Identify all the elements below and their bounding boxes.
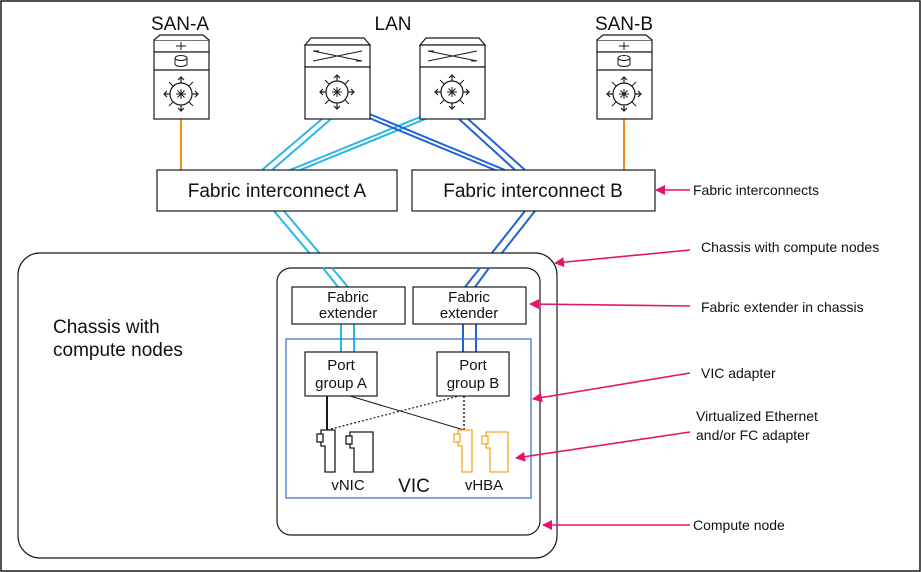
san-b-label: SAN-B bbox=[595, 14, 653, 35]
callout-vic-adapter: VIC adapter bbox=[701, 365, 776, 381]
vnic-adapter-icon bbox=[316, 429, 374, 473]
vhba-adapter-icon bbox=[453, 429, 509, 473]
callout-compute-node: Compute node bbox=[693, 517, 785, 533]
pg-a-vhba-link bbox=[349, 395, 465, 431]
san-a-label: SAN-A bbox=[151, 14, 209, 35]
callout-fabric-extender: Fabric extender in chassis bbox=[701, 299, 864, 315]
arrow-virtualized-adapter bbox=[515, 431, 691, 462]
fabric-extender-b-line-2: extender bbox=[440, 305, 498, 322]
port-group-b-line-2: group B bbox=[447, 375, 500, 392]
fabric-extender-a-box bbox=[291, 286, 406, 325]
port-group-b-line-1: Port bbox=[459, 357, 487, 374]
vic-adapter-box bbox=[285, 338, 532, 499]
port-group-a-box bbox=[304, 351, 378, 397]
arrow-chassis bbox=[554, 249, 691, 268]
fabric-interconnect-a-box bbox=[156, 169, 398, 212]
fi-b-lan-uplinks bbox=[356, 112, 526, 171]
fabric-extender-a-line-2: extender bbox=[319, 305, 377, 322]
san-a-switch-icon bbox=[153, 34, 210, 120]
fabric-extender-a-line-1: Fabric bbox=[327, 289, 369, 306]
pg-b-vnic-link bbox=[326, 395, 460, 431]
callout-chassis: Chassis with compute nodes bbox=[701, 239, 879, 255]
vnic-label: vNIC bbox=[331, 477, 365, 494]
callout-fabric-interconnects: Fabric interconnects bbox=[693, 182, 819, 198]
fabric-interconnect-b-label: Fabric interconnect B bbox=[443, 181, 623, 202]
vic-label: VIC bbox=[398, 476, 430, 497]
port-group-a-line-1: Port bbox=[327, 357, 355, 374]
port-group-b-box bbox=[436, 351, 510, 397]
arrow-fabric-extender bbox=[529, 299, 691, 310]
fex-b-vic-links bbox=[462, 324, 477, 352]
fi-a-lan-uplinks bbox=[261, 112, 441, 171]
chassis-label-line-1: Chassis with bbox=[53, 317, 160, 338]
lan-label: LAN bbox=[375, 14, 412, 35]
fabric-interconnect-a-label: Fabric interconnect A bbox=[188, 181, 367, 202]
chassis-label-line-2: compute nodes bbox=[53, 340, 183, 361]
fi-b-fex-links-inner bbox=[464, 267, 490, 288]
fi-a-fex-links-inner bbox=[322, 267, 349, 288]
port-group-a-line-2: group A bbox=[315, 375, 367, 392]
vhba-label: vHBA bbox=[465, 477, 503, 494]
san-b-switch-icon bbox=[596, 34, 653, 120]
fex-a-vic-links bbox=[340, 324, 355, 352]
callout-virtualized-line-1: Virtualized Ethernet bbox=[696, 408, 818, 424]
fabric-extender-b-box bbox=[412, 286, 527, 325]
lan-switch-1-icon bbox=[303, 37, 372, 120]
arrow-vic-adapter bbox=[532, 372, 691, 403]
fabric-extender-b-line-1: Fabric bbox=[448, 289, 490, 306]
lan-switch-2-icon bbox=[418, 37, 487, 120]
callout-virtualized-line-2: and/or FC adapter bbox=[696, 427, 810, 443]
